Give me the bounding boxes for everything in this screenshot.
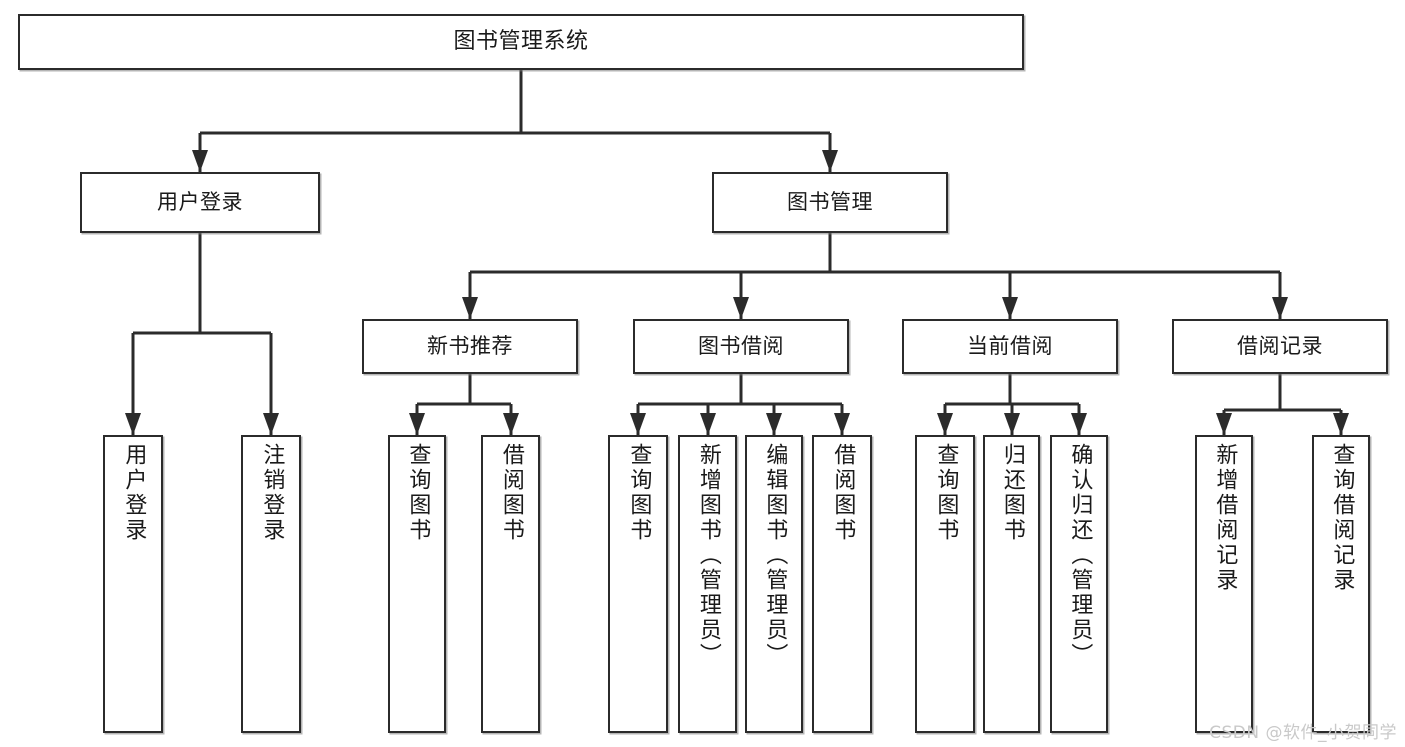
node-leaf-user-login[interactable]: 用户登录 <box>103 435 163 733</box>
watermark-text: CSDN @软件_小贺同学 <box>1209 723 1397 743</box>
new-book-rec-bus-arrowhead-0 <box>409 413 425 435</box>
borrow-record-bus-arrowhead-0 <box>1216 413 1232 435</box>
node-leaf-borrow-1[interactable]: 借阅图书 <box>481 435 540 733</box>
node-leaf-borrow-2[interactable]: 借阅图书 <box>812 435 872 733</box>
book-manage-bus-arrowhead-1 <box>733 297 749 319</box>
node-root[interactable]: 图书管理系统 <box>18 14 1024 70</box>
node-label-book-manage: 图书管理 <box>787 189 873 214</box>
node-label-user-login: 用户登录 <box>157 189 243 214</box>
book-manage-bus-arrowhead-3 <box>1272 297 1288 319</box>
node-label-leaf-logout: 注销登录 <box>259 443 285 543</box>
node-label-leaf-user-login: 用户登录 <box>121 443 147 543</box>
node-label-leaf-query-rec: 查询借阅记录 <box>1329 443 1355 593</box>
node-new-book-rec[interactable]: 新书推荐 <box>362 319 578 374</box>
node-label-leaf-add-rec: 新增借阅记录 <box>1212 443 1238 593</box>
node-label-current-borrow: 当前借阅 <box>967 333 1053 358</box>
node-leaf-query-3[interactable]: 查询图书 <box>915 435 975 733</box>
node-label-leaf-query-1: 查询图书 <box>405 443 431 543</box>
root-bus-arrowhead-1 <box>822 150 838 172</box>
node-leaf-return[interactable]: 归还图书 <box>983 435 1040 733</box>
node-user-login[interactable]: 用户登录 <box>80 172 320 233</box>
user-login-bus-arrowhead-0 <box>125 413 141 435</box>
user-login-bus-arrowhead-1 <box>263 413 279 435</box>
node-label-leaf-return: 归还图书 <box>999 443 1025 543</box>
node-label-leaf-confirm: 确认归还（管理员） <box>1067 443 1093 668</box>
new-book-rec-bus-arrowhead-1 <box>503 413 519 435</box>
root-bus-arrowhead-0 <box>192 150 208 172</box>
current-borrow-bus-arrowhead-0 <box>937 413 953 435</box>
node-leaf-confirm[interactable]: 确认归还（管理员） <box>1050 435 1108 733</box>
node-leaf-add-book[interactable]: 新增图书（管理员） <box>678 435 737 733</box>
node-book-borrow[interactable]: 图书借阅 <box>633 319 849 374</box>
node-label-leaf-borrow-1: 借阅图书 <box>498 443 524 543</box>
node-label-leaf-borrow-2: 借阅图书 <box>830 443 856 543</box>
current-borrow-bus-arrowhead-2 <box>1071 413 1087 435</box>
node-leaf-query-rec[interactable]: 查询借阅记录 <box>1312 435 1370 733</box>
node-label-book-borrow: 图书借阅 <box>698 333 784 358</box>
node-leaf-query-2[interactable]: 查询图书 <box>608 435 668 733</box>
book-borrow-bus-arrowhead-0 <box>630 413 646 435</box>
node-label-leaf-edit-book: 编辑图书（管理员） <box>762 443 788 668</box>
node-leaf-logout[interactable]: 注销登录 <box>241 435 301 733</box>
node-label-leaf-query-3: 查询图书 <box>933 443 959 543</box>
node-leaf-query-1[interactable]: 查询图书 <box>388 435 446 733</box>
node-label-leaf-add-book: 新增图书（管理员） <box>695 443 721 668</box>
current-borrow-bus-arrowhead-1 <box>1004 413 1020 435</box>
node-current-borrow[interactable]: 当前借阅 <box>902 319 1118 374</box>
node-label-borrow-record: 借阅记录 <box>1237 333 1323 358</box>
book-manage-bus-arrowhead-2 <box>1002 297 1018 319</box>
book-borrow-bus-arrowhead-3 <box>834 413 850 435</box>
book-borrow-bus-arrowhead-1 <box>700 413 716 435</box>
node-borrow-record[interactable]: 借阅记录 <box>1172 319 1388 374</box>
node-leaf-edit-book[interactable]: 编辑图书（管理员） <box>745 435 803 733</box>
book-borrow-bus-arrowhead-2 <box>766 413 782 435</box>
node-leaf-add-rec[interactable]: 新增借阅记录 <box>1195 435 1253 733</box>
node-label-root: 图书管理系统 <box>453 28 589 54</box>
node-label-leaf-query-2: 查询图书 <box>626 443 652 543</box>
node-book-manage[interactable]: 图书管理 <box>712 172 948 233</box>
node-label-new-book-rec: 新书推荐 <box>427 333 513 358</box>
book-manage-bus-arrowhead-0 <box>462 297 478 319</box>
borrow-record-bus-arrowhead-1 <box>1333 413 1349 435</box>
